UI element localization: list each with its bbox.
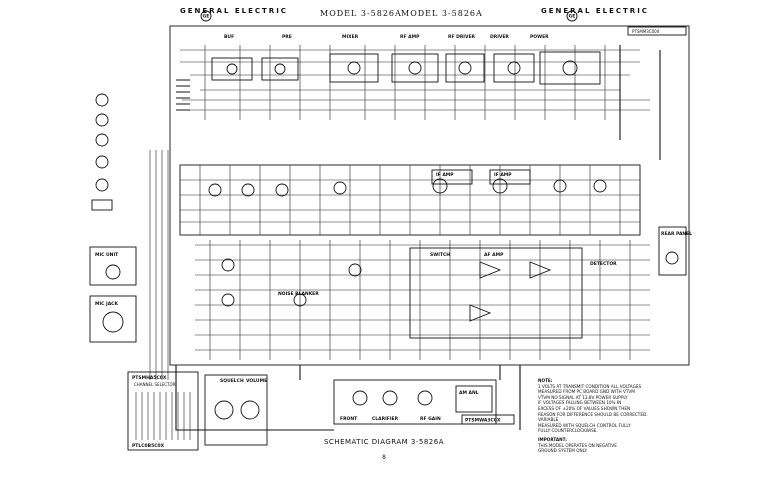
ge-logo-right: GE [566, 10, 578, 22]
volume-pot [240, 400, 260, 420]
stage-label-driver: DRIVER [490, 34, 509, 40]
diagram-caption: SCHEMATIC DIAGRAM 3-5826A [323, 438, 444, 446]
note-line: EXCESS OF ±20% OF VALUES SHOWN THEN [538, 405, 631, 411]
channel-selector-label: CHANNEL SELECTOR [134, 382, 176, 387]
front-label: FRONT [340, 416, 358, 422]
am-anl-box [455, 385, 493, 413]
am-anl-label: AM ANL [459, 390, 479, 396]
stage-label-mixer: MIXER [342, 34, 359, 40]
brand-right-text: GENERAL ELECTRIC [541, 7, 649, 15]
note-line: 1 VOLTS AT TRANSMIT CONDITION ALL VOLTAG… [538, 383, 642, 389]
important-line: THIS MODEL OPERATES ON NEGATIVE [538, 442, 617, 448]
ge-logo-left: GE [200, 10, 212, 22]
stage-labels: BUF PRE MIXER RF AMP RF DRIVER DRIVER PO… [224, 34, 549, 40]
brand-left: GENERAL ELECTRIC [180, 7, 288, 15]
rear-panel-label: REAR PANEL [661, 231, 692, 237]
channel-part-label: PTSMHA5C0X [132, 375, 167, 381]
mic-jack-label: MIC JACK [95, 301, 118, 307]
mic-unit-box [89, 246, 137, 286]
detector-label: DETECTOR [590, 261, 617, 267]
noise-blanker-label: NOISE BLANKER [278, 291, 319, 297]
page-header: GENERAL ELECTRIC GENERAL ELECTRIC MODEL … [0, 0, 768, 24]
mic-unit-label: MIC UNIT [95, 252, 119, 258]
part-box-label: PTSMM3C00X [632, 29, 660, 34]
stage-label-rf-driver: RF DRIVER [448, 34, 476, 40]
rear-panel-box [658, 226, 687, 276]
volume-label: VOLUME [246, 378, 267, 384]
stage-label-pre: PRE [282, 34, 292, 40]
model-label-2: MODEL 3-5826A [401, 9, 483, 18]
rear-panel-jack [665, 251, 679, 265]
left-ribbon-wires [149, 150, 169, 380]
ge-logo-left-text: GE [203, 14, 210, 20]
brand-left-text: GENERAL ELECTRIC [180, 7, 288, 15]
part-box [627, 26, 687, 36]
transmitter-section [180, 45, 661, 160]
rf-gain-label: RF GAIN [420, 416, 441, 422]
note-line: VTVM NO SIGNAL AT 13.8V POWER SUPPLY [538, 394, 628, 400]
notes-block: NOTE: 1 VOLTS AT TRANSMIT CONDITION ALL … [538, 378, 678, 454]
clarifier-label: CLARIFIER [372, 416, 399, 422]
channel-part-2-label: PTLC0B5C0X [132, 443, 165, 449]
mic-unit-symbol [105, 264, 121, 280]
squelch-label: SQUELCH [220, 378, 244, 384]
rb-part-box [461, 414, 515, 425]
main-board-frame [169, 25, 690, 366]
important-title: IMPORTANT: [538, 436, 567, 442]
note-line: IF VOLTAGES FALLING BETWEEN 10% IN [538, 400, 622, 406]
bottom-bus [175, 365, 521, 431]
important-line: GROUND SYSTEM ONLY. [538, 448, 588, 454]
ge-logo-right-text: GE [569, 14, 576, 20]
note-line: MEASURED WITH SQUELCH CONTROL FULLY [538, 422, 631, 428]
page-number: 8 [382, 454, 386, 461]
note-line: VARIABLE [538, 417, 559, 423]
squelch-volume-box [204, 374, 268, 446]
if-amp-label-1: IF AMP [436, 172, 454, 178]
stage-label-buf: BUF [224, 34, 234, 40]
left-connector-bus [176, 79, 190, 111]
receiver-section: IF AMP IF AMP [179, 164, 641, 236]
switch-label: SWITCH [430, 252, 450, 258]
stage-label-rf-amp: RF AMP [400, 34, 420, 40]
stage-label-power: POWER [530, 34, 549, 40]
channel-selector-box [127, 371, 199, 451]
mic-jack-box [89, 295, 137, 343]
audio-section: AF AMP SWITCH NOISE BLANKER DETECTOR [195, 240, 650, 360]
transistor-legend [91, 93, 113, 211]
squelch-pot [214, 400, 234, 420]
if-amp-label-2: IF AMP [494, 172, 512, 178]
model-label-1: MODEL 3-5826A [320, 9, 402, 18]
mic-jack-symbol [102, 311, 124, 333]
notes-title: NOTE: [538, 378, 553, 383]
note-line: MEASURED FROM PC BOARD GND WITH VTVM [538, 389, 635, 395]
brand-right: GENERAL ELECTRIC [541, 7, 649, 15]
note-line: FULLY COUNTERCLOCKWISE. [538, 428, 598, 434]
note-line: REASON FOR DIFFERENCE SHOULD BE CORRECTE… [538, 411, 648, 417]
front-panel-box [333, 379, 497, 425]
af-amp-label: AF AMP [484, 252, 504, 258]
rb-part-label: PTSMWA3C0X [465, 418, 501, 424]
